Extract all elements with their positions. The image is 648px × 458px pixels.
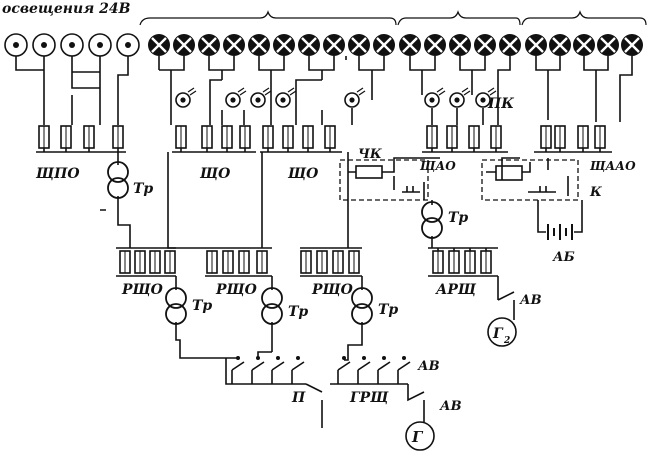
relay-coil-icon <box>495 165 523 181</box>
shcho-2-label: ЩО <box>287 166 319 182</box>
lamp-icon <box>397 32 423 58</box>
panel-shaao: ЩААО <box>534 125 636 173</box>
lamp-group-working <box>146 32 397 58</box>
lamp-icon <box>346 32 372 58</box>
pk-label: ПК <box>487 96 514 112</box>
lamp-icon <box>472 32 498 58</box>
lamp-icon <box>523 32 549 58</box>
lamp-icon <box>595 32 621 58</box>
av-main-label: АВ <box>417 359 440 374</box>
photocell-icon <box>449 87 471 108</box>
transformer-icon <box>351 287 373 325</box>
photocell-icon <box>175 87 197 108</box>
lamp-icon <box>146 32 172 58</box>
transformer-icon <box>165 287 187 325</box>
feeder-ties <box>257 351 349 361</box>
lamp-icon <box>196 32 222 58</box>
lamp-wiring <box>15 56 633 122</box>
lamp-icon <box>571 32 597 58</box>
main-switchboard: П АВ ГРЩ АВ Г <box>225 356 462 451</box>
lamp-icon <box>221 32 247 58</box>
panel-shcho-1: ЩО <box>170 95 256 182</box>
generator-g-icon <box>405 421 435 451</box>
g2-label: Г <box>492 326 504 342</box>
p-label: П <box>291 390 306 406</box>
lamp-icon <box>422 32 448 58</box>
lamp-icon <box>171 32 197 58</box>
battery-ab: АБ <box>537 200 583 265</box>
lighting-24v-label: освещения 24В <box>2 1 131 17</box>
chk-label: ЧК <box>358 147 382 162</box>
transformer-top: Тр <box>100 158 153 248</box>
relay-block-chk: ЧК <box>339 147 440 201</box>
g-label: Г <box>411 428 424 446</box>
photocell-icon <box>250 87 272 108</box>
tr-low-1-label: Тр <box>192 298 212 314</box>
transformer-icon <box>261 287 283 325</box>
ab-battery-label: АБ <box>552 250 575 265</box>
tr-mid-label: Тр <box>448 210 468 226</box>
lamp-row <box>4 32 645 58</box>
tr-low-3-label: Тр <box>378 302 398 318</box>
rshcho-3-label: РЩО <box>311 282 354 298</box>
photocell-icon <box>424 87 446 108</box>
g2-sub-label: 2 <box>503 336 510 346</box>
rshcho-2-label: РЩО <box>215 282 258 298</box>
shaao-label: ЩААО <box>589 159 636 173</box>
transformer-icon <box>107 161 129 199</box>
photocell-relays <box>175 87 497 108</box>
av-g2-label: АВ <box>519 293 542 308</box>
lamp-icon <box>497 32 523 58</box>
photocell-icon <box>344 87 366 108</box>
relay-coil-icon <box>355 165 383 179</box>
lamp-icon <box>547 32 573 58</box>
lamp-icon <box>321 32 347 58</box>
lamp-icon <box>447 32 473 58</box>
k-label: К <box>589 185 602 200</box>
rshcho-1-label: РЩО <box>121 282 164 298</box>
group-braces <box>139 10 647 26</box>
shpo-label: ЩПО <box>35 166 80 182</box>
lamp-group-emergency-2 <box>523 32 645 58</box>
panel-shcho-2: ЩО <box>260 95 353 182</box>
lamp-group-24v <box>4 33 140 57</box>
lamp-icon <box>371 32 397 58</box>
transformer-icon <box>421 201 443 239</box>
av-g-label: АВ <box>439 399 462 414</box>
panel-rshcho-3: РЩО Тр <box>261 152 398 355</box>
photocell-icon <box>225 87 247 108</box>
panel-rshcho-1: РЩО Тр <box>116 247 238 359</box>
lamp-icon <box>619 32 645 58</box>
shcho-1-label: ЩО <box>199 166 231 182</box>
lamp-icon <box>296 32 322 58</box>
arsh-section: Тр АРЩ АВ Г 2 <box>421 200 542 347</box>
grsh-label: ГРЩ <box>349 390 389 406</box>
photocell-icon <box>275 87 297 108</box>
lamp-icon <box>271 32 297 58</box>
tr-top-label: Тр <box>133 181 153 197</box>
panel-rshcho-2: РЩО Тр <box>167 152 308 352</box>
generator-g2-icon <box>487 317 517 347</box>
panel-shpo: ЩПО <box>35 95 126 182</box>
tr-low-2-label: Тр <box>288 304 308 320</box>
arsh-label: АРЩ <box>435 282 477 298</box>
shao-label: ЩАО <box>419 159 456 173</box>
lamp-icon <box>246 32 272 58</box>
relay-block-k: К <box>481 157 602 201</box>
lamp-group-emergency <box>397 32 523 58</box>
